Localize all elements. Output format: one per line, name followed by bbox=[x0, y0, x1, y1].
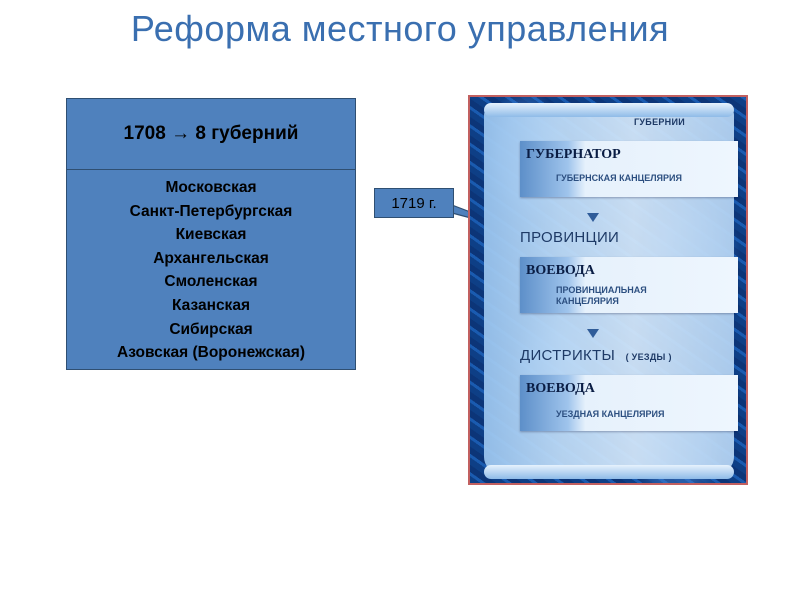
governor-label: ГУБЕРНАТОР bbox=[526, 147, 621, 162]
guberniyas-list: Московская Санкт-Петербургская Киевская … bbox=[67, 170, 355, 365]
scroll-roll-top bbox=[484, 103, 734, 117]
voivode-district-label: ВОЕВОДА bbox=[526, 381, 595, 396]
district-office-label: УЕЗДНАЯ КАНЦЕЛЯРИЯ bbox=[556, 409, 665, 419]
voivode-district-card: ВОЕВОДА УЕЗДНАЯ КАНЦЕЛЯРИЯ bbox=[520, 375, 738, 431]
guberniya-item: Сибирская bbox=[169, 320, 253, 338]
scroll-roll-bottom bbox=[484, 465, 734, 479]
guberniya-item: Санкт-Петербургская bbox=[129, 202, 293, 220]
callout-1719: 1719 г. bbox=[374, 188, 454, 218]
voivode-province-label: ВОЕВОДА bbox=[526, 263, 595, 278]
guberniya-item: Архангельская bbox=[153, 249, 269, 267]
level-districts-title: ДИСТРИКТЫ ( УЕЗДЫ ) bbox=[520, 347, 672, 364]
guberniya-item: Московская bbox=[165, 179, 257, 196]
level-provinces-title: ПРОВИНЦИИ bbox=[520, 229, 620, 246]
guberniya-item: Казанская bbox=[172, 296, 250, 314]
province-office-label: ПРОВИНЦИАЛЬНАЯ КАНЦЕЛЯРИЯ bbox=[556, 285, 647, 307]
uyezdy-label: ( УЕЗДЫ ) bbox=[625, 352, 672, 362]
province-office-line2: КАНЦЕЛЯРИЯ bbox=[556, 296, 619, 306]
arrow-down-icon bbox=[587, 329, 599, 338]
governor-card: ГУБЕРНАТОР ГУБЕРНСКАЯ КАНЦЕЛЯРИЯ bbox=[520, 141, 738, 197]
gubernia-office-label: ГУБЕРНСКАЯ КАНЦЕЛЯРИЯ bbox=[556, 173, 682, 183]
guberniyas-box: 1708 → 8 губерний Московская Санкт-Петер… bbox=[66, 98, 356, 370]
level-guberniyas-title: ГУБЕРНИИ bbox=[634, 117, 686, 127]
administration-scheme: ГУБЕРНИИ ГУБЕРНАТОР ГУБЕРНСКАЯ КАНЦЕЛЯРИ… bbox=[468, 95, 748, 485]
guberniyas-header: 1708 → 8 губерний bbox=[67, 99, 355, 170]
guberniya-item: Смоленская bbox=[164, 273, 258, 291]
districts-label: ДИСТРИКТЫ bbox=[520, 347, 616, 364]
arrow-down-icon bbox=[587, 213, 599, 222]
voivode-province-card: ВОЕВОДА ПРОВИНЦИАЛЬНАЯ КАНЦЕЛЯРИЯ bbox=[520, 257, 738, 313]
slide-title: Реформа местного управления bbox=[130, 8, 670, 49]
guberniya-item: Киевская bbox=[175, 226, 247, 244]
province-office-line1: ПРОВИНЦИАЛЬНАЯ bbox=[556, 285, 647, 295]
guberniya-item: Азовская (Воронежская) bbox=[117, 344, 305, 362]
